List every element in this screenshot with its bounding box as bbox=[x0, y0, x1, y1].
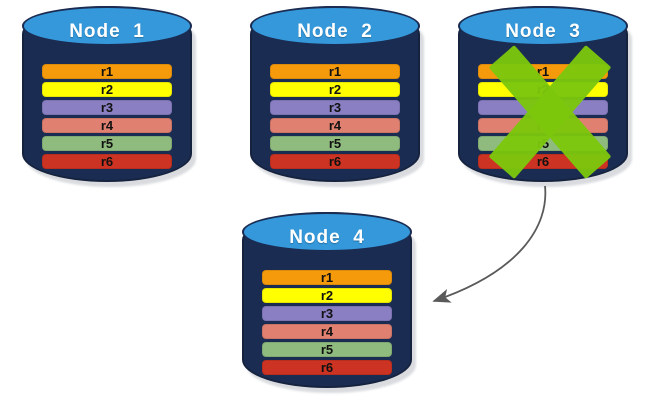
data-row-r2: r2 bbox=[42, 82, 172, 97]
data-row-r3: r3 bbox=[270, 100, 400, 115]
data-row-label: r6 bbox=[100, 154, 114, 169]
data-row-r4: r4 bbox=[262, 324, 392, 339]
data-row-label: r3 bbox=[328, 100, 342, 115]
data-row-label: r1 bbox=[100, 64, 114, 79]
node-row-stack: r1 r2 r3 r4 r5 r6 bbox=[250, 64, 420, 172]
data-row-label: r3 bbox=[320, 306, 334, 321]
data-row-label: r2 bbox=[100, 82, 114, 97]
node-cylinder-node-4[interactable]: Node 4 r1 r2 r3 r4 r5 r6 bbox=[242, 212, 416, 393]
data-row-r3: r3 bbox=[262, 306, 392, 321]
data-row-label: r1 bbox=[320, 270, 334, 285]
data-row-r1: r1 bbox=[270, 64, 400, 79]
data-row-r3: r3 bbox=[42, 100, 172, 115]
data-row-r6: r6 bbox=[42, 154, 172, 169]
node-cylinder-node-2[interactable]: Node 2 r1 r2 r3 r4 r5 r6 bbox=[250, 6, 424, 187]
data-row-label: r5 bbox=[100, 136, 114, 151]
data-row-r6: r6 bbox=[262, 360, 392, 375]
node-row-stack: r1 r2 r3 r4 r5 r6 bbox=[242, 270, 412, 378]
data-row-r5: r5 bbox=[270, 136, 400, 151]
data-row-label: r6 bbox=[328, 154, 342, 169]
node-title: Node 3 bbox=[505, 21, 581, 42]
data-row-label: r2 bbox=[320, 288, 334, 303]
node-cylinder-node-1[interactable]: Node 1 r1 r2 r3 r4 r5 r6 bbox=[22, 6, 196, 187]
node-title: Node 1 bbox=[69, 21, 145, 42]
data-row-r2: r2 bbox=[262, 288, 392, 303]
cylinder-top-ellipse bbox=[22, 6, 192, 46]
data-row-label: r4 bbox=[320, 324, 334, 339]
data-row-r1: r1 bbox=[262, 270, 392, 285]
data-row-r4: r4 bbox=[270, 118, 400, 133]
data-row-label: r5 bbox=[320, 342, 334, 357]
data-row-r2: r2 bbox=[270, 82, 400, 97]
data-row-r6: r6 bbox=[270, 154, 400, 169]
cylinder-top-ellipse bbox=[242, 212, 412, 252]
cylinder-top-ellipse bbox=[458, 6, 628, 46]
data-row-r1: r1 bbox=[42, 64, 172, 79]
data-row-label: r5 bbox=[328, 136, 342, 151]
data-row-r4: r4 bbox=[42, 118, 172, 133]
node-title: Node 2 bbox=[297, 21, 373, 42]
data-row-label: r4 bbox=[328, 118, 342, 133]
data-row-label: r4 bbox=[100, 118, 114, 133]
node-title: Node 4 bbox=[289, 227, 365, 248]
node-row-stack: r1 r2 r3 r4 r5 r6 bbox=[22, 64, 192, 172]
data-row-label: r6 bbox=[320, 360, 334, 375]
data-row-label: r3 bbox=[100, 100, 114, 115]
data-row-r5: r5 bbox=[262, 342, 392, 357]
data-row-r5: r5 bbox=[42, 136, 172, 151]
data-row-label: r1 bbox=[328, 64, 342, 79]
arrow-path bbox=[432, 185, 547, 303]
cylinder-top-ellipse bbox=[250, 6, 420, 46]
data-row-label: r2 bbox=[328, 82, 342, 97]
